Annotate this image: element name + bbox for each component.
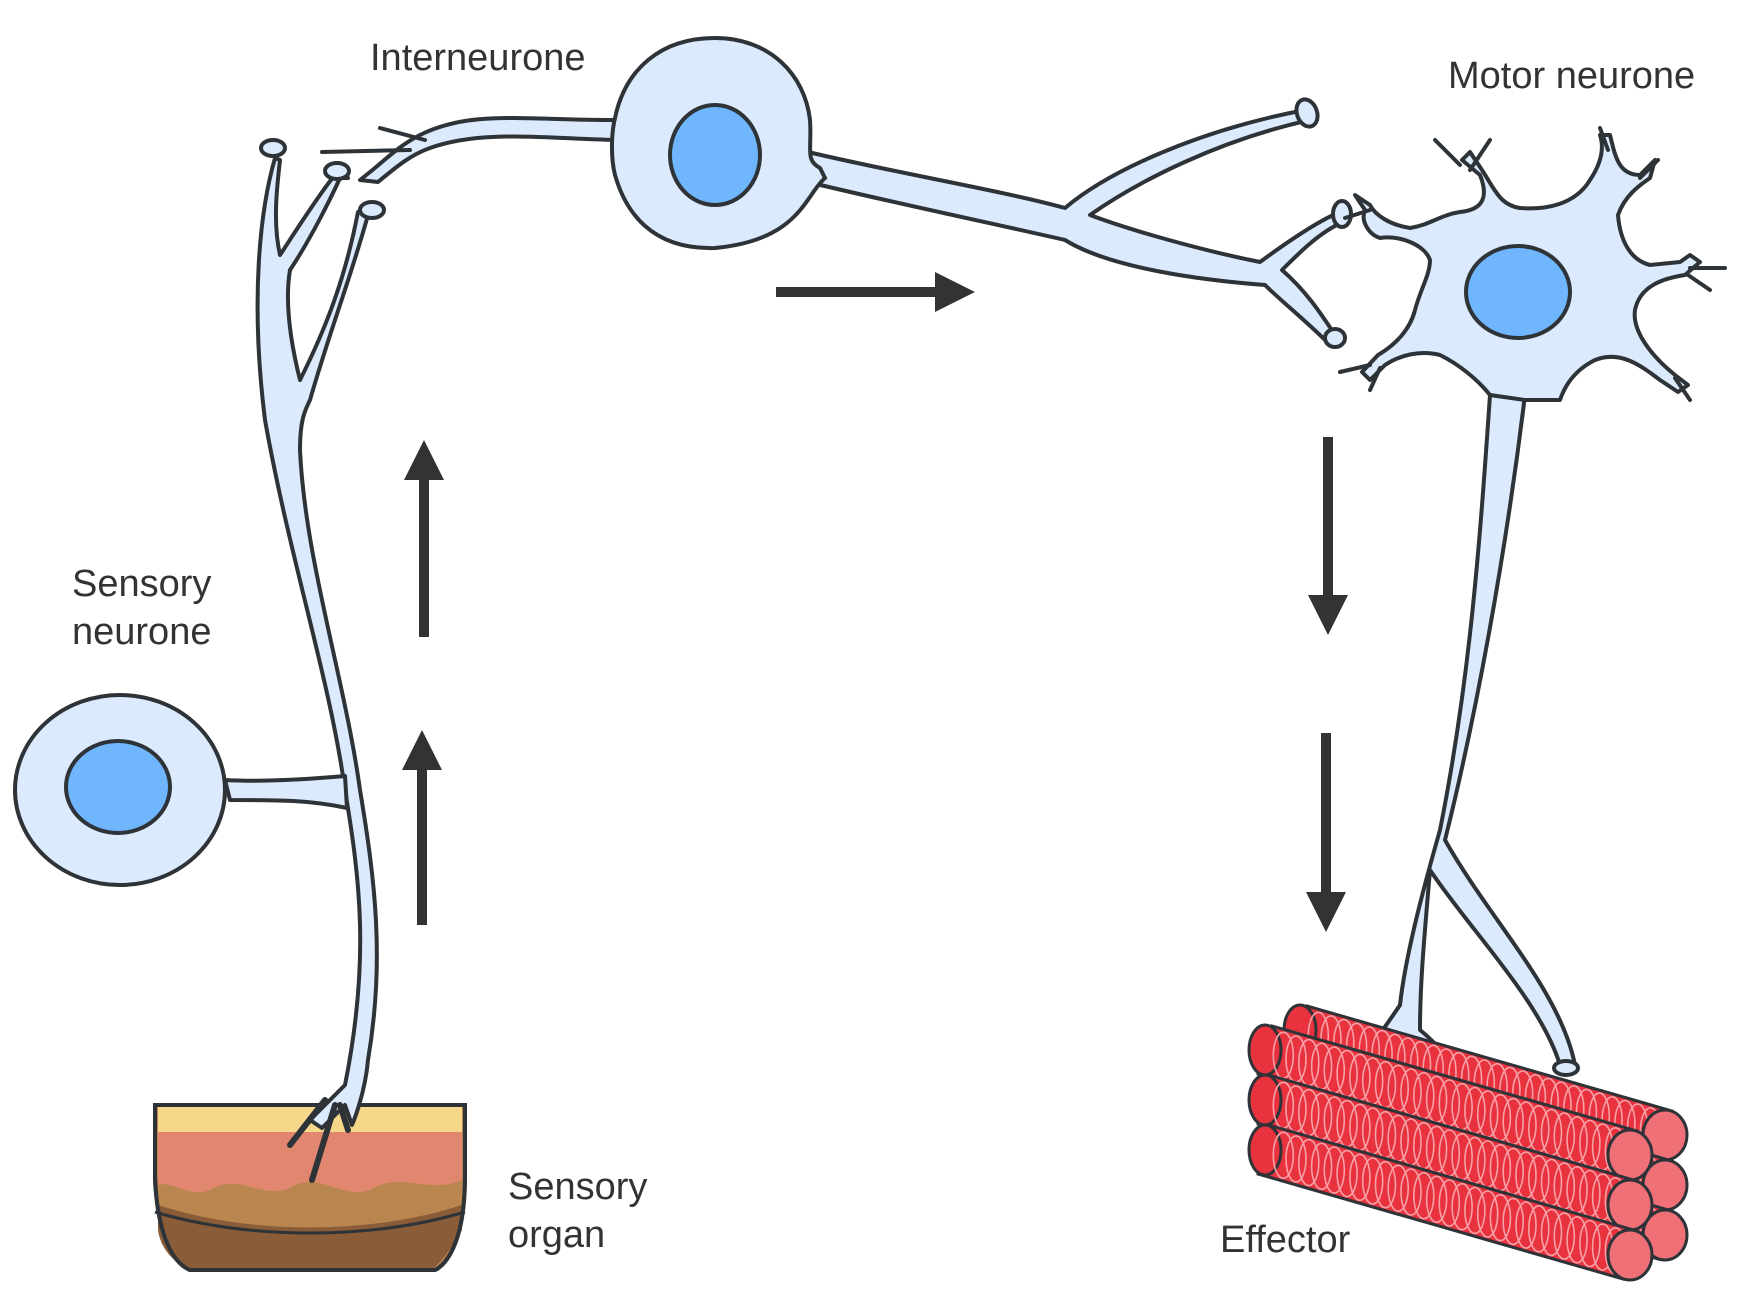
muscle-striation (1285, 1135, 1307, 1183)
muscle-striation (1438, 1179, 1461, 1227)
muscle-striation (1387, 1164, 1409, 1213)
interneurone-nucleus (668, 103, 762, 207)
muscle-striation (1349, 1153, 1371, 1202)
label-sensory-neurone-line2: neurone (72, 611, 212, 653)
label-sensory-neurone-line1: Sensory (72, 563, 212, 605)
muscle-striation (1336, 1149, 1358, 1198)
muscle-striation (1464, 1186, 1486, 1235)
motor-end-plate (1552, 1059, 1580, 1077)
sensory-neurone (13, 138, 386, 1183)
muscle-striation (1566, 1216, 1588, 1264)
axon-terminal (1294, 97, 1320, 129)
sensory-organ (153, 1103, 467, 1272)
muscle-fibre-back-end (1247, 1023, 1283, 1077)
label-motor-neurone: Motor neurone (1448, 55, 1696, 97)
dendrite-knob (259, 138, 287, 158)
muscle-striation (1400, 1168, 1422, 1216)
label-sensory-organ-line2: organ (508, 1214, 606, 1256)
muscle-striation (1540, 1208, 1563, 1257)
sensory-nucleus (64, 739, 172, 835)
dendrite-knob (358, 200, 386, 220)
axon-terminal (1323, 327, 1347, 349)
muscle-striation (1310, 1142, 1333, 1191)
muscle-striation (1515, 1201, 1537, 1249)
muscle-striation (1489, 1193, 1512, 1242)
muscle-fibre-end (1606, 1128, 1654, 1182)
muscle-fibre-back-end (1247, 1123, 1283, 1177)
muscle-fibre-back-end (1247, 1073, 1283, 1127)
muscle-fibre-end (1606, 1228, 1654, 1282)
muscle-striation (1425, 1175, 1448, 1224)
label-sensory-organ-line1: Sensory (508, 1166, 648, 1208)
muscle-fibre-end (1606, 1178, 1654, 1232)
label-effector: Effector (1220, 1219, 1351, 1261)
axon-terminal (1331, 199, 1353, 229)
muscle-striation (1553, 1212, 1576, 1260)
motor-neurone (1323, 126, 1727, 1129)
muscle-striation (1374, 1160, 1397, 1209)
muscle-striation (1502, 1197, 1524, 1246)
muscle-striation (1323, 1146, 1346, 1194)
label-sensory-neurone: Sensory neurone (72, 560, 211, 656)
muscle-striation (1451, 1182, 1473, 1231)
muscle-striation (1528, 1205, 1550, 1253)
motor-nucleus (1464, 244, 1572, 340)
dendrite-knob (323, 161, 351, 181)
motor-axon (1328, 393, 1577, 1117)
effector-muscle (1247, 1003, 1689, 1282)
interneurone (320, 35, 1353, 349)
sensory-axon (255, 156, 379, 1130)
muscle-striation (1476, 1190, 1499, 1238)
muscle-striation (1272, 1131, 1295, 1180)
muscle-striation (1361, 1157, 1384, 1205)
label-interneurone: Interneurone (370, 37, 586, 79)
muscle-striation (1579, 1219, 1601, 1268)
muscle-striation (1413, 1171, 1435, 1220)
muscle-striation (1298, 1138, 1320, 1187)
label-sensory-organ: Sensory organ (508, 1163, 647, 1259)
impulse-arrows (402, 272, 1348, 932)
